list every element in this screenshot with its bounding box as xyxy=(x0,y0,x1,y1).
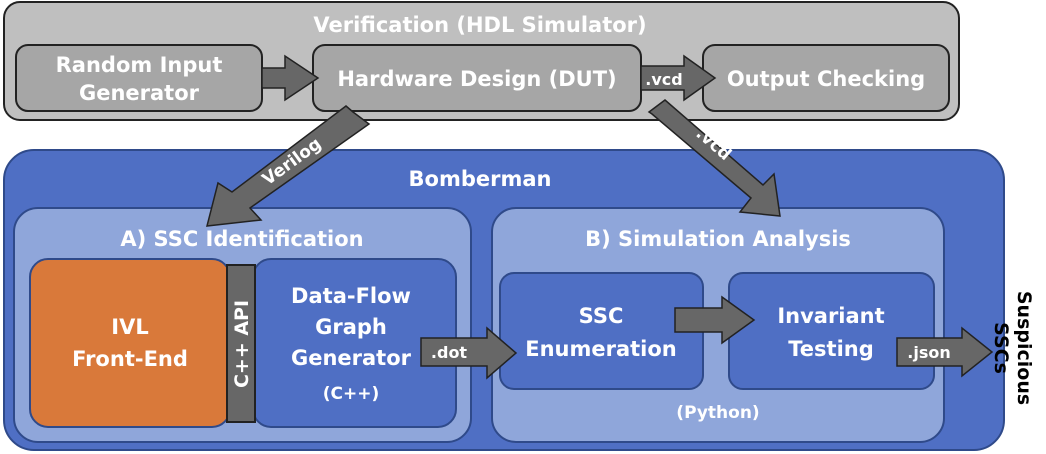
invariant-testing-label-2: Testing xyxy=(788,337,874,361)
ssc-enumeration-label-2: Enumeration xyxy=(525,337,677,361)
arrow-invariant-to-output xyxy=(896,326,994,378)
dfg-generator-label-4: (C++) xyxy=(323,384,380,404)
random-input-generator-label-1: Random Input xyxy=(56,53,223,77)
arrow-vcd-output-label: .vcd xyxy=(645,70,682,89)
arrow-dut-to-identification xyxy=(206,105,371,227)
bomberman-title: Bomberman xyxy=(409,167,552,191)
arrow-enumeration-to-invariant xyxy=(674,295,756,345)
ivl-front-end-label-2: Front-End xyxy=(72,347,188,371)
ivl-front-end-box xyxy=(29,258,231,428)
arrow-input-to-dut xyxy=(261,54,320,102)
python-label: (Python) xyxy=(676,403,759,423)
simulation-analysis-title: B) Simulation Analysis xyxy=(585,227,851,251)
output-checking-label: Output Checking xyxy=(727,67,925,91)
arrow-dut-to-analysis xyxy=(647,99,781,217)
dfg-generator-label-1: Data-Flow xyxy=(291,284,411,308)
dfg-generator-label-3: Generator xyxy=(291,346,412,370)
cpp-api-label: C++ API xyxy=(231,300,253,388)
cpp-api-bar xyxy=(226,264,256,423)
invariant-testing-box xyxy=(728,272,935,390)
verification-title: Verification (HDL Simulator) xyxy=(313,13,646,37)
ivl-front-end-label-1: IVL xyxy=(111,315,148,339)
arrow-json-label: .json xyxy=(907,343,950,362)
ssc-identification-title: A) SSC Identification xyxy=(120,227,363,251)
random-input-generator-label-2: Generator xyxy=(79,81,200,105)
arrow-dfg-to-enumeration xyxy=(420,326,518,380)
suspicious-sscs-label-2: SSCs xyxy=(990,322,1012,374)
arrow-dut-to-output xyxy=(640,54,717,102)
ssc-enumeration-label-1: SSC xyxy=(579,304,624,328)
hardware-design-label: Hardware Design (DUT) xyxy=(337,67,616,91)
ssc-enumeration-box xyxy=(499,272,704,390)
suspicious-sscs-label-1: Suspicious xyxy=(1013,291,1035,405)
dfg-generator-label-2: Graph xyxy=(315,315,387,339)
arrow-dot-label: .dot xyxy=(431,343,468,362)
invariant-testing-label-1: Invariant xyxy=(777,304,884,328)
